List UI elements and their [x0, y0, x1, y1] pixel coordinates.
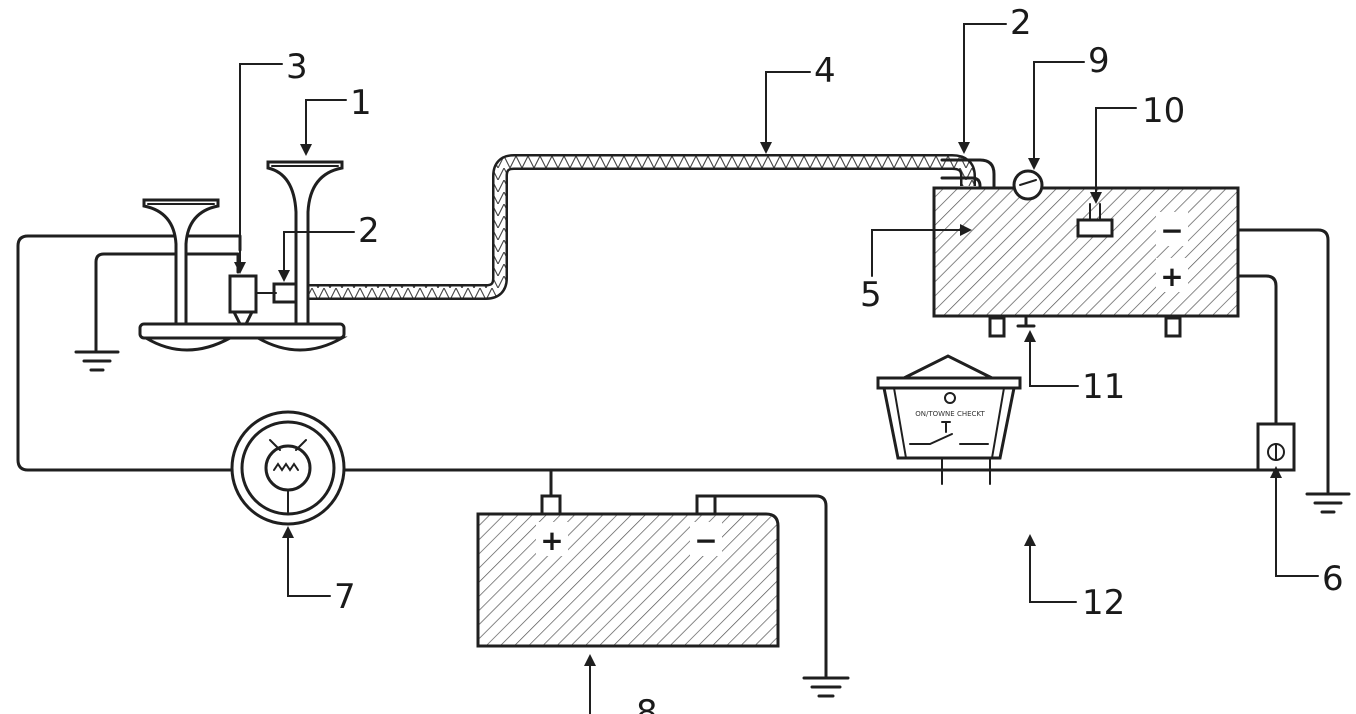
ground-symbol-horn: [74, 350, 120, 372]
pump-minus-terminal: −: [1160, 214, 1183, 247]
callout-10: 10: [1142, 91, 1185, 131]
ground-symbol-battery: [802, 676, 850, 698]
callouts: 1 3 2 4 2 9 10 5 11 6: [234, 3, 1344, 714]
callout-11: 11: [1082, 367, 1125, 407]
callout-3: 3: [286, 47, 308, 87]
twin-air-horns: [138, 160, 348, 352]
relay: [1256, 422, 1296, 472]
steering-wheel-horn-button: [230, 410, 346, 526]
callout-1: 1: [350, 83, 372, 123]
air-hose: [272, 154, 996, 304]
connector-plug-icon: [1076, 218, 1114, 238]
battery: + −: [476, 494, 780, 648]
wiring: [16, 228, 1330, 678]
callout-2-pump: 2: [1010, 3, 1032, 43]
battery-minus-terminal: −: [694, 524, 717, 557]
callout-5: 5: [860, 275, 882, 315]
battery-plus-terminal: +: [540, 524, 563, 557]
callout-8: 8: [636, 693, 658, 714]
pump-plus-terminal: +: [1160, 260, 1183, 293]
callout-6: 6: [1322, 559, 1344, 599]
ground-symbol-pump: [1305, 492, 1351, 514]
callout-2-horn: 2: [358, 211, 380, 251]
callout-12: 12: [1082, 583, 1125, 623]
callout-9: 9: [1088, 41, 1110, 81]
switch-label-text: ON/TOWNE CHECKT: [915, 410, 985, 418]
pressure-gauge-icon: [1012, 169, 1044, 201]
air-compressor-pump: − +: [932, 169, 1240, 338]
callout-4: 4: [814, 51, 836, 91]
callout-7: 7: [334, 577, 356, 617]
rocker-switch: ON/TOWNE CHECKT: [876, 354, 1022, 485]
